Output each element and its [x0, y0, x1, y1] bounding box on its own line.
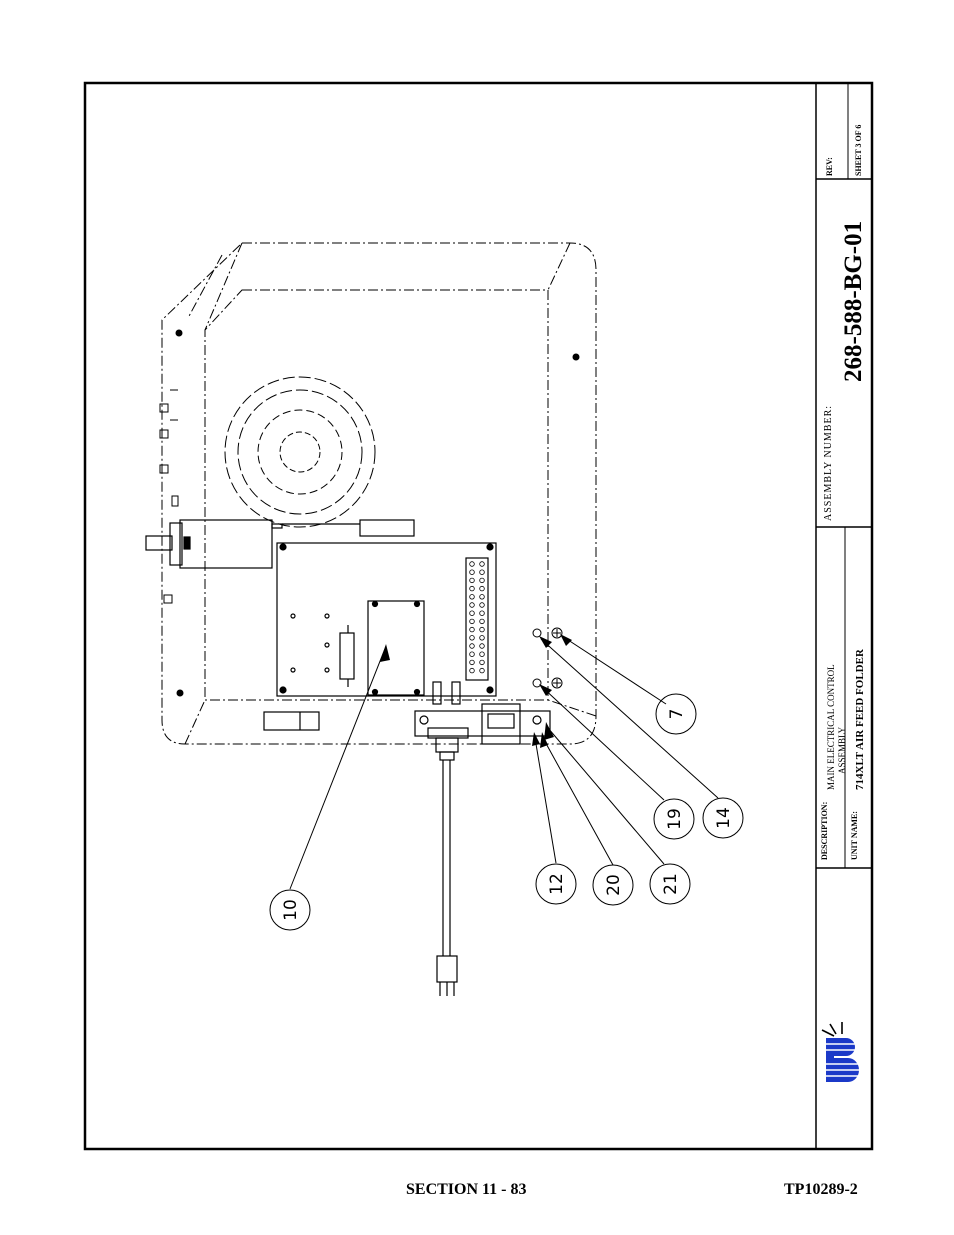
terminal-hole	[479, 626, 485, 633]
assembly-number-label: ASSEMBLY NUMBER:	[823, 405, 834, 521]
terminal-hole	[479, 569, 485, 575]
terminal-hole	[469, 569, 475, 575]
terminal-hole	[479, 577, 485, 584]
terminal-hole	[469, 594, 475, 600]
terminal-hole	[479, 659, 485, 666]
sheet-label: SHEET 3 OF 6	[854, 125, 863, 176]
terminal-hole	[479, 594, 485, 600]
footer-section-page: SECTION 11 - 83	[406, 1181, 527, 1198]
company-logo	[821, 1022, 860, 1084]
terminal-hole	[479, 602, 485, 608]
callout-12: 12	[547, 873, 567, 895]
description-line-2: ASSEMBLY	[837, 726, 847, 774]
callout-20: 20	[604, 874, 624, 896]
terminal-hole	[469, 667, 475, 674]
footer-document-number: TP10289-2	[784, 1181, 858, 1198]
terminal-hole	[479, 651, 485, 657]
motor	[145, 519, 415, 569]
terminal-hole	[479, 643, 485, 649]
unit-name: 714XLT AIR FEED FOLDER	[854, 648, 866, 790]
terminal-hole	[469, 643, 475, 649]
callout-7: 7	[667, 709, 687, 720]
callout-balloons	[269, 693, 744, 931]
leader-lines	[289, 635, 719, 890]
panel-edge-slots	[159, 389, 179, 604]
panel-screws	[175, 329, 580, 697]
terminal-hole	[469, 561, 475, 567]
terminal-hole	[469, 635, 475, 641]
terminal-hole	[479, 618, 485, 625]
terminal-hole	[479, 585, 485, 592]
terminal-strip	[469, 561, 485, 674]
power-cord	[436, 760, 458, 996]
rev-label: REV:	[825, 157, 834, 176]
connector-bracket	[263, 681, 551, 761]
title-block	[815, 83, 872, 1149]
terminal-hole	[469, 577, 475, 584]
description-line-1: MAIN ELECTRICAL CONTROL	[826, 664, 836, 790]
drawing-border	[83, 81, 874, 1151]
terminal-hole	[469, 626, 475, 633]
terminal-hole	[469, 659, 475, 666]
callout-labels: 7 10 12 20 21 19 14	[281, 709, 734, 921]
terminal-hole	[479, 635, 485, 641]
terminal-hole	[469, 585, 475, 592]
terminal-hole	[479, 561, 485, 567]
callout-21: 21	[661, 873, 681, 895]
control-board	[276, 542, 497, 697]
terminal-hole	[469, 610, 475, 616]
terminal-hole	[479, 667, 485, 674]
terminal-hole	[469, 651, 475, 657]
terminal-hole	[479, 610, 485, 616]
callout-19: 19	[665, 808, 685, 830]
callout-14: 14	[714, 807, 734, 829]
callout-10: 10	[281, 899, 301, 921]
terminal-hole	[469, 602, 475, 608]
enclosure-panel	[161, 242, 597, 745]
unit-name-label: UNIT NAME:	[850, 811, 859, 860]
leader-arrowheads	[380, 634, 572, 748]
assembly-number: 268-588-BG-01	[840, 221, 867, 382]
description-label: DESCRIPTION:	[820, 802, 829, 860]
title-block-text: REV: SHEET 3 OF 6 ASSEMBLY NUMBER: 268-5…	[820, 125, 867, 860]
terminal-hole	[469, 618, 475, 625]
